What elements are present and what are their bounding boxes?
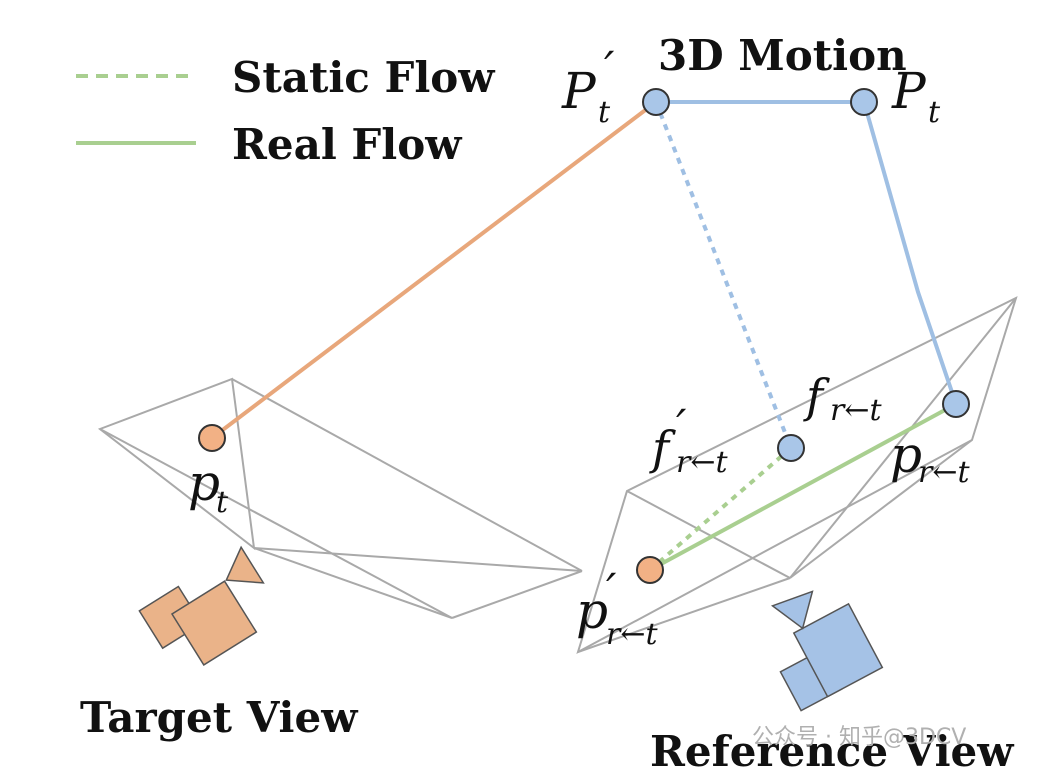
- target-frustum-edge: [253, 547, 583, 572]
- reference-projection-line: [862, 101, 958, 405]
- svg-text:r←t: r←t: [918, 455, 970, 490]
- svg-text:P: P: [891, 62, 927, 120]
- target-image-plane: [97, 377, 256, 551]
- reference-frustum-edge: [789, 297, 1017, 579]
- target-frustum-edge: [231, 378, 583, 572]
- svg-text:p: p: [576, 582, 608, 640]
- svg-text:t: t: [928, 95, 941, 130]
- label-p-t: p t: [188, 454, 229, 520]
- motion-label: 3D Motion: [658, 31, 907, 80]
- target-frustum-edge: [99, 428, 453, 619]
- svg-text:p: p: [890, 426, 922, 484]
- reference-frustum-edge: [577, 577, 791, 653]
- static-projection-line: [654, 101, 793, 449]
- reference-camera-icon: [770, 590, 884, 712]
- point-f-prime: [777, 434, 805, 462]
- svg-text:f: f: [649, 421, 676, 475]
- svg-text:r←t: r←t: [606, 617, 658, 652]
- svg-text:p: p: [188, 454, 220, 512]
- legend-static-flow-label: Static Flow: [232, 53, 495, 102]
- svg-text:r←t: r←t: [830, 393, 882, 428]
- point-p-r-t: [942, 390, 970, 418]
- label-P-t: P t: [891, 62, 941, 130]
- svg-text:′: ′: [604, 41, 615, 95]
- point-P-t: [850, 88, 878, 116]
- target-frustum-edge: [451, 570, 583, 619]
- svg-text:r←t: r←t: [676, 445, 728, 480]
- label-f-r-t: f r←t: [803, 369, 882, 428]
- svg-text:′: ′: [676, 399, 687, 453]
- label-P-t-prime: P ′ t: [561, 41, 615, 130]
- label-p-r-t-prime: p ′ r←t: [576, 563, 658, 652]
- target-projection-line: [210, 100, 658, 440]
- reference-frustum-edge: [626, 490, 791, 579]
- svg-text:t: t: [216, 485, 229, 520]
- target-camera-icon: [138, 545, 265, 666]
- point-p-t: [198, 424, 226, 452]
- label-p-r-t: p r←t: [890, 426, 970, 490]
- reference-frustum: [576, 296, 1018, 655]
- svg-text:′: ′: [606, 563, 617, 617]
- target-frustum: [97, 377, 583, 619]
- point-P-t-prime: [642, 88, 670, 116]
- svg-text:f: f: [803, 369, 830, 423]
- target-view-label: Target View: [80, 693, 358, 742]
- target-frustum-edge: [253, 547, 453, 619]
- legend: Static Flow Real Flow: [76, 53, 495, 169]
- watermark: 公众号 · 知乎@3DCV: [752, 725, 966, 750]
- label-f-r-t-prime: f ′ r←t: [649, 399, 728, 480]
- reference-frustum-edge: [789, 439, 973, 579]
- reference-view-label: Reference View: [650, 727, 1014, 776]
- real-flow-line: [649, 402, 957, 572]
- svg-text:t: t: [598, 95, 611, 130]
- svg-text:P: P: [561, 62, 597, 120]
- legend-real-flow-label: Real Flow: [232, 120, 462, 169]
- point-p-r-t-prime: [636, 556, 664, 584]
